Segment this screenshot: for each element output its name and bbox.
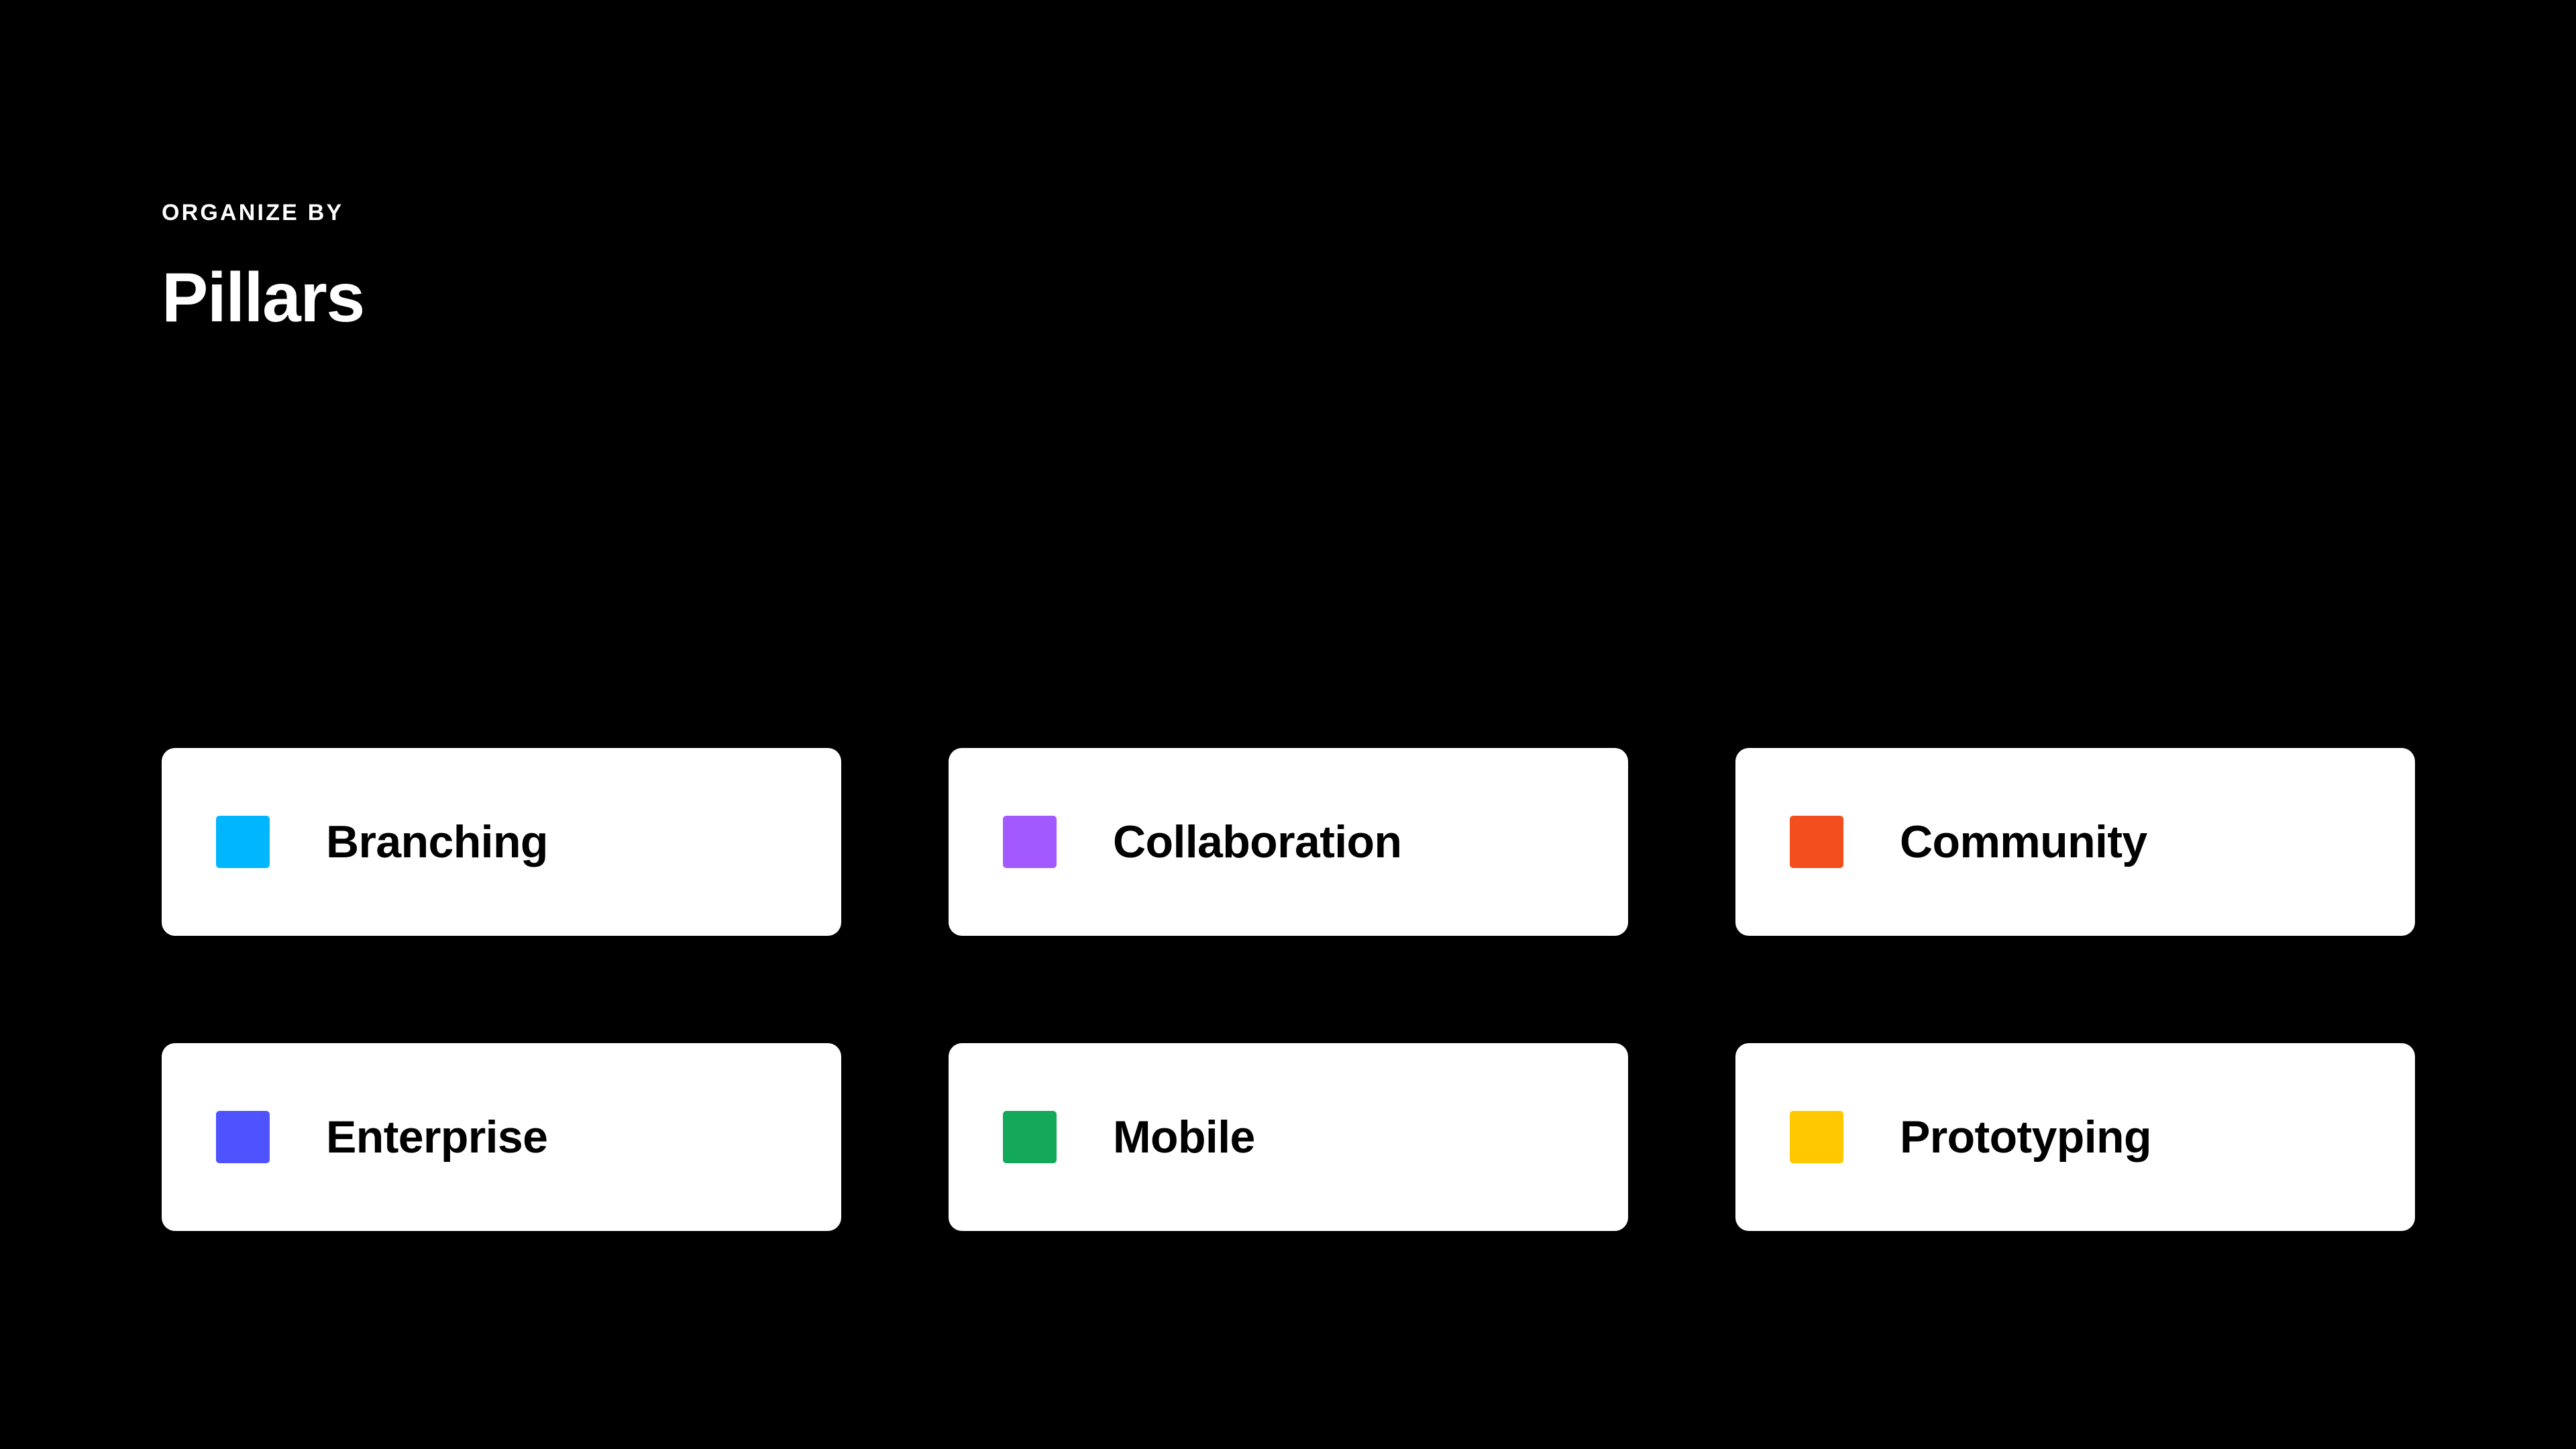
color-swatch-indigo xyxy=(216,1111,270,1163)
pillar-card-mobile[interactable]: Mobile xyxy=(949,1043,1628,1231)
pillar-card-label: Enterprise xyxy=(326,1112,548,1163)
pillar-card-label: Collaboration xyxy=(1113,816,1402,867)
pillar-card-prototyping[interactable]: Prototyping xyxy=(1735,1043,2415,1231)
color-swatch-cyan xyxy=(216,816,270,868)
page-title: Pillars xyxy=(162,259,365,337)
pillar-card-community[interactable]: Community xyxy=(1735,748,2415,936)
pillar-card-label: Prototyping xyxy=(1900,1112,2152,1163)
pillar-card-label: Community xyxy=(1900,816,2147,867)
pillar-card-branching[interactable]: Branching xyxy=(162,748,841,936)
color-swatch-green xyxy=(1003,1111,1057,1163)
header-block: ORGANIZE BY Pillars xyxy=(162,200,365,337)
eyebrow-label: ORGANIZE BY xyxy=(162,200,344,225)
pillar-card-label: Branching xyxy=(326,816,548,867)
pillar-card-collaboration[interactable]: Collaboration xyxy=(949,748,1628,936)
color-swatch-orange xyxy=(1790,816,1843,868)
color-swatch-yellow xyxy=(1790,1111,1843,1163)
pillar-card-label: Mobile xyxy=(1113,1112,1255,1163)
color-swatch-purple xyxy=(1003,816,1057,868)
pillar-card-enterprise[interactable]: Enterprise xyxy=(162,1043,841,1231)
pillars-grid: Branching Collaboration Community Enterp… xyxy=(162,748,2416,1231)
